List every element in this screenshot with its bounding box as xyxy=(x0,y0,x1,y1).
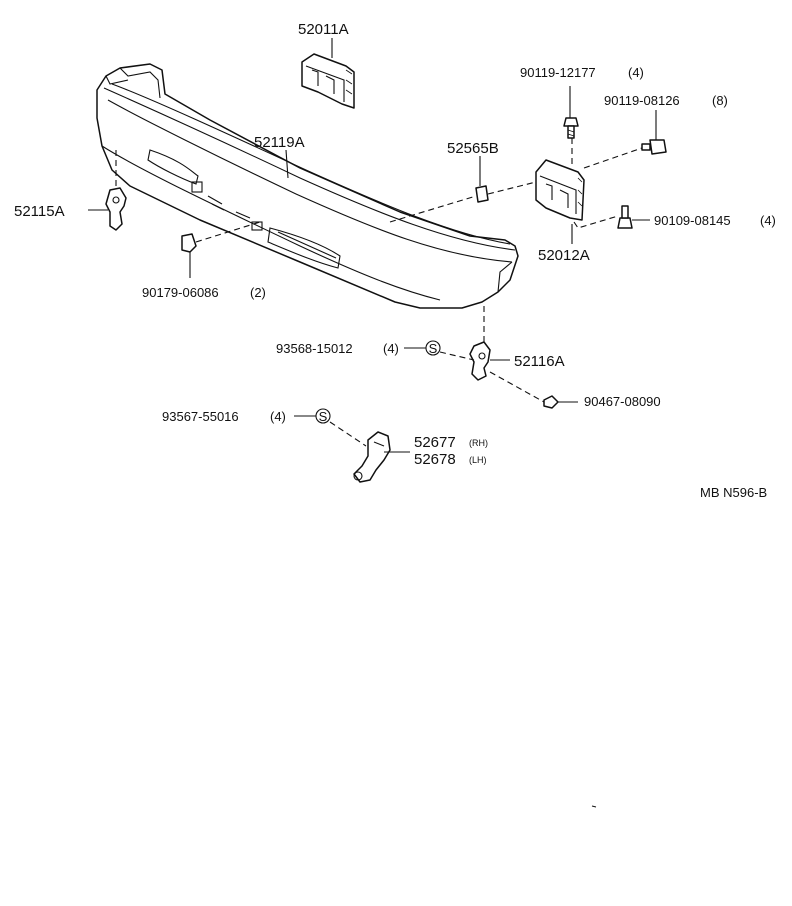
svg-text:S: S xyxy=(429,341,438,356)
clip-52565B-drawing xyxy=(475,185,489,203)
bracket-52012A-drawing xyxy=(535,159,585,221)
bracket-52011A-drawing xyxy=(301,53,355,109)
label-52011A: 52011A xyxy=(298,21,349,38)
qty-93567-55016: (4) xyxy=(270,409,286,424)
label-52678: 52678 xyxy=(414,451,456,468)
label-52119A: 52119A xyxy=(254,134,305,151)
label-93567-55016: 93567-55016 xyxy=(162,409,239,424)
label-52116A: 52116A xyxy=(514,353,565,370)
bolt-90109-08145-drawing xyxy=(617,205,633,229)
label-52115A: 52115A xyxy=(14,203,65,220)
label-52677: 52677 xyxy=(414,434,456,451)
qty-90109-08145: (4) xyxy=(760,213,776,228)
bumper-cover-drawing xyxy=(96,63,519,309)
side-52678: (LH) xyxy=(469,455,487,465)
label-90179-06086: 90179-06086 xyxy=(142,285,219,300)
qty-90179-06086: (2) xyxy=(250,285,266,300)
assembly-lines xyxy=(115,138,643,447)
nut-90467-drawing xyxy=(543,395,559,409)
qty-93568-15012: (4) xyxy=(383,341,399,356)
qty-90119-08126: (8) xyxy=(712,93,728,108)
svg-text:S: S xyxy=(319,409,328,424)
retainer-52115A-drawing xyxy=(105,187,127,231)
leader-lines xyxy=(88,38,657,453)
retainer-52116A-drawing xyxy=(469,341,491,381)
stray-mark xyxy=(591,805,597,808)
label-93568-15012: 93568-15012 xyxy=(276,341,353,356)
nut-90179-drawing xyxy=(181,233,197,253)
side-52677: (RH) xyxy=(469,438,488,448)
label-52012A: 52012A xyxy=(538,247,590,264)
clip-symbol-93567: S xyxy=(315,408,331,424)
qty-90119-12177: (4) xyxy=(628,65,644,80)
bolt-90119-12177-drawing xyxy=(563,117,579,139)
clip-symbol-93568: S xyxy=(425,340,441,356)
label-90119-12177: 90119-12177 xyxy=(520,65,596,80)
label-90109-08145: 90109-08145 xyxy=(654,213,731,228)
bracket-52677-drawing xyxy=(353,431,391,483)
figure-code: MB N596-B xyxy=(700,485,767,500)
label-90119-08126: 90119-08126 xyxy=(604,93,680,108)
part-labels: 52011A 52119A 52115A 90179-06086 (2) 525… xyxy=(14,21,776,500)
label-90467-08090: 90467-08090 xyxy=(584,394,661,409)
bolt-90119-08126-drawing xyxy=(641,139,667,155)
label-52565B: 52565B xyxy=(447,140,499,157)
